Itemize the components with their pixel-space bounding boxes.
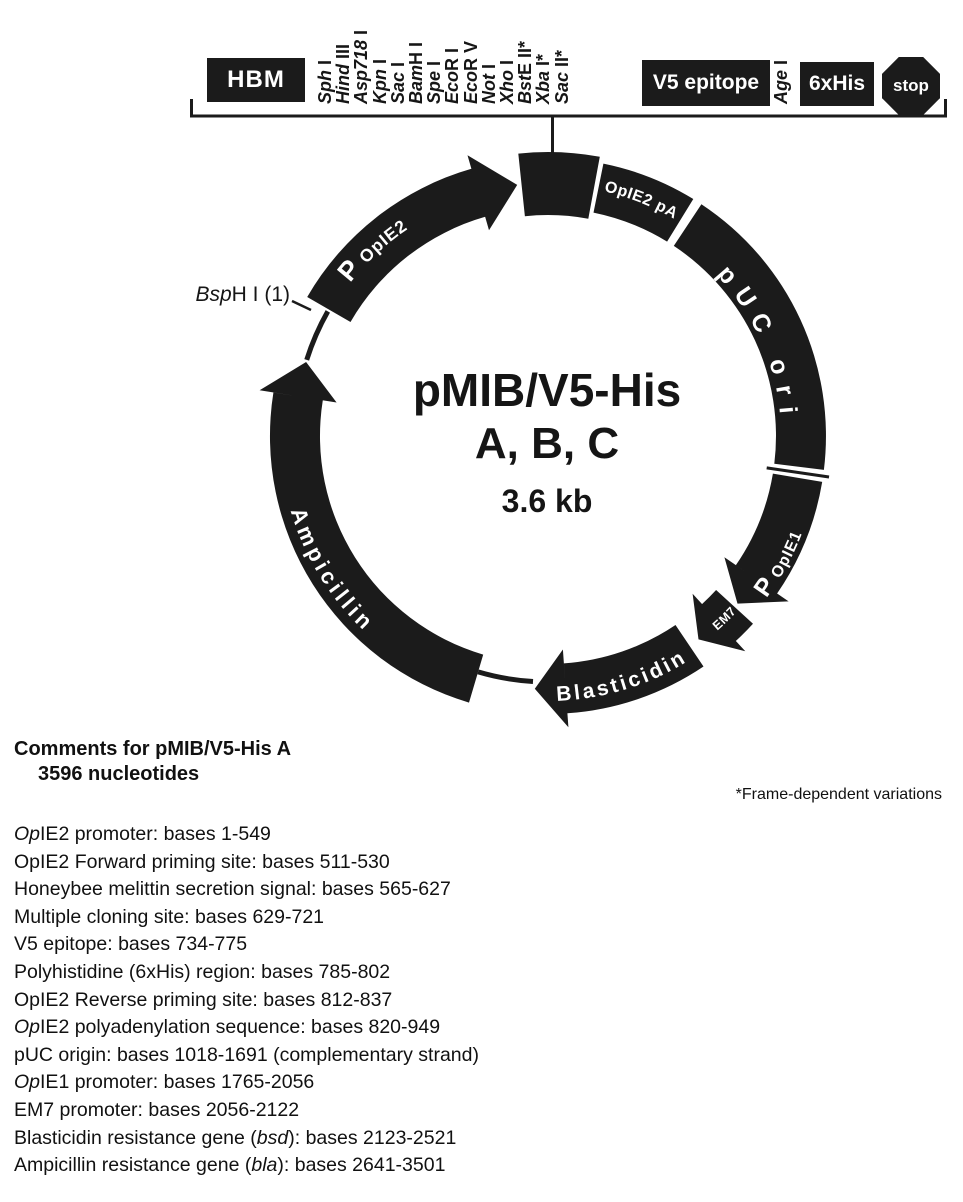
plasmid-title-line1: pMIB/V5-His xyxy=(413,364,681,416)
v5-epitope-label: V5 epitope xyxy=(652,71,760,94)
6xhis-label: 6xHis xyxy=(808,72,866,95)
restriction-site-label: Not I xyxy=(479,63,499,104)
mcs-bracket xyxy=(190,99,947,153)
stop-octagon: stop xyxy=(882,57,940,115)
restriction-site-label: Sph I xyxy=(315,59,335,104)
feature-mcs-cassette xyxy=(518,152,600,219)
restriction-site-label: Spe I xyxy=(424,60,444,104)
restriction-site-label: Sac II* xyxy=(552,49,572,104)
restriction-site-label: BstE II* xyxy=(515,40,535,104)
bsph-tick xyxy=(291,299,312,312)
feature-promoter-opie2 xyxy=(307,155,518,322)
6xhis-box: 6xHis xyxy=(800,62,874,106)
feature-opie2-pa xyxy=(593,163,694,242)
stop-label: stop xyxy=(893,76,929,95)
junction-tick xyxy=(766,466,830,479)
comment-line: Honeybee melittin secretion signal: base… xyxy=(14,878,451,901)
bsph-site-label-italic: Bsp xyxy=(195,283,232,306)
connector-bsd-amp xyxy=(477,669,534,684)
bsph-site-label: BspH I (1) xyxy=(100,283,290,307)
restriction-site-label: Xho I xyxy=(497,59,517,104)
feature-em7-promoter xyxy=(692,590,753,652)
restriction-site-label: Hind III xyxy=(333,43,353,104)
comment-line: OpIE2 polyadenylation sequence: bases 82… xyxy=(14,1016,441,1039)
comment-line: Blasticidin resistance gene (bsd): bases… xyxy=(14,1126,457,1149)
restriction-site-label: Asp718 I xyxy=(351,29,371,104)
comment-line: Polyhistidine (6xHis) region: bases 785-… xyxy=(14,960,391,983)
feature-promoter-opie1 xyxy=(724,473,823,604)
plasmid-title-line3: 3.6 kb xyxy=(502,483,593,519)
comment-line: OpIE2 promoter: bases 1-549 xyxy=(14,823,271,845)
comment-line: OpIE2 Reverse priming site: bases 812-83… xyxy=(14,988,393,1011)
restriction-site-label: EcoR V xyxy=(461,40,481,104)
comment-line: OpIE1 promoter: bases 1765-2056 xyxy=(14,1071,315,1094)
restriction-site-label: Sac I xyxy=(388,61,408,104)
plasmid-title-line2: A, B, C xyxy=(475,419,619,468)
comments-heading: Comments for pMIB/V5-His A xyxy=(14,738,292,760)
comment-line: Multiple cloning site: bases 629-721 xyxy=(14,905,325,928)
comments-subheading: 3596 nucleotides xyxy=(38,763,200,785)
comment-line: Ampicillin resistance gene (bla): bases … xyxy=(14,1154,446,1177)
comment-line: pUC origin: bases 1018-1691 (complementa… xyxy=(14,1043,479,1066)
restriction-site-label: Age I xyxy=(771,59,791,104)
restriction-site-label: BamH I xyxy=(406,41,426,104)
feature-ampicillin xyxy=(259,362,484,703)
v5-epitope-box: V5 epitope xyxy=(642,60,770,106)
frame-note: *Frame-dependent variations xyxy=(735,786,942,803)
restriction-site-label: Xba I* xyxy=(533,53,553,104)
restriction-site-label: EcoR I xyxy=(442,47,462,104)
restriction-site-label: Kpn I xyxy=(370,58,390,104)
hbm-label: HBM xyxy=(227,66,285,93)
comment-line: V5 epitope: bases 734-775 xyxy=(14,933,248,956)
hbm-box: HBM xyxy=(207,58,305,102)
feature-blasticidin xyxy=(534,625,704,728)
comment-line: OpIE2 Forward priming site: bases 511-53… xyxy=(14,850,390,873)
connector-amp-popie2 xyxy=(304,310,330,361)
feature-puc-ori xyxy=(673,204,826,470)
comment-line: EM7 promoter: bases 2056-2122 xyxy=(14,1098,300,1121)
bsph-site-label-rest: H I (1) xyxy=(231,283,290,306)
